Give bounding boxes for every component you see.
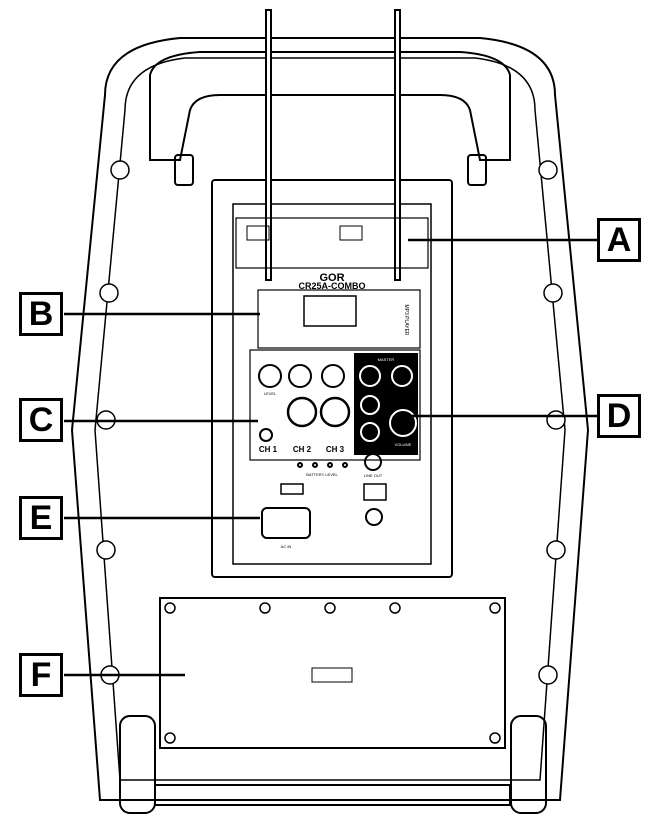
panel-ch1-label: CH 1 xyxy=(259,445,278,454)
wheel-left xyxy=(119,715,156,814)
callout-c: C xyxy=(19,398,63,442)
ch1-level-knob xyxy=(258,364,282,388)
handle-slot-left xyxy=(174,154,194,186)
wheel-right xyxy=(510,715,547,814)
panel-master-label: MASTER xyxy=(378,357,395,362)
antenna-left xyxy=(265,9,272,281)
base-bar xyxy=(154,784,511,806)
charge-switch xyxy=(280,483,304,495)
ch3-level-knob xyxy=(321,364,345,388)
callout-b: B xyxy=(19,292,63,336)
ch2-level-knob xyxy=(288,364,312,388)
battery-led-4 xyxy=(342,462,348,468)
panel-mp3-label: MP3 PLAYER xyxy=(403,304,409,335)
power-switch xyxy=(363,483,387,501)
ac-inlet xyxy=(261,507,311,539)
cabinet-outline xyxy=(70,37,590,801)
panel-brand: GOR xyxy=(319,272,344,284)
leader-lines xyxy=(64,238,597,677)
wireless-receiver-module xyxy=(235,217,429,269)
line-out-jack xyxy=(364,453,382,471)
panel-level-label: LEVEL xyxy=(264,391,277,396)
compartment-latch xyxy=(311,667,353,683)
callout-e: E xyxy=(19,496,63,540)
panel-recess xyxy=(211,179,453,578)
panel-acin-label: AC IN xyxy=(281,544,292,549)
antenna-right xyxy=(394,9,401,281)
cabinet-screws xyxy=(96,160,566,744)
control-panel xyxy=(232,203,432,565)
battery-led-2 xyxy=(312,462,318,468)
ch2-combo-jack xyxy=(286,396,318,428)
panel-lineout-label: LINE OUT xyxy=(364,473,383,478)
master-eq-knob-2 xyxy=(391,365,413,387)
battery-led-3 xyxy=(327,462,333,468)
callout-d: D xyxy=(597,394,641,438)
receiver-display-left xyxy=(246,225,270,241)
master-eq-knob-1 xyxy=(359,365,381,387)
panel-volume-label: VOLUME xyxy=(395,442,412,447)
callout-f: F xyxy=(19,653,63,697)
panel-battery-label: BATTERY LEVEL xyxy=(306,472,338,477)
battery-led-1 xyxy=(297,462,303,468)
master-volume-knob xyxy=(389,409,417,437)
battery-compartment xyxy=(159,597,506,749)
ch3-combo-jack xyxy=(319,396,351,428)
mixer-area xyxy=(249,349,421,461)
mp3-player-module xyxy=(257,289,421,349)
receiver-display-right xyxy=(339,225,363,241)
mp3-display xyxy=(303,295,357,327)
callout-a: A xyxy=(597,218,641,262)
handle-slot-right xyxy=(467,154,487,186)
master-section xyxy=(354,353,418,455)
ch1-jack xyxy=(259,428,273,442)
cabinet-inner-outline xyxy=(94,57,566,781)
panel-ch3-label: CH 3 xyxy=(326,445,345,454)
echo-knob xyxy=(360,395,380,415)
fuse-holder xyxy=(365,508,383,526)
panel-model: CR25A-COMBO xyxy=(298,281,365,291)
panel-ch2-label: CH 2 xyxy=(293,445,312,454)
echo-knob-2 xyxy=(360,422,380,442)
top-handle xyxy=(149,51,511,161)
